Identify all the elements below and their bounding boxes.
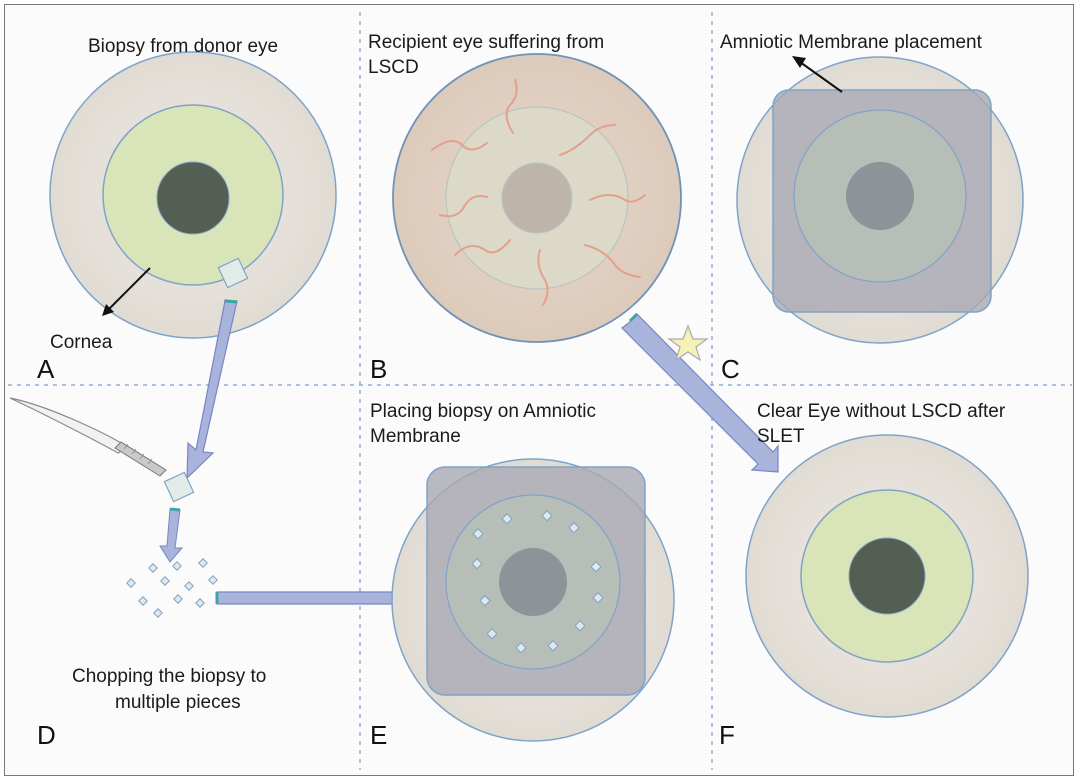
panel-d-letter: D [37, 720, 56, 750]
panel-f-title-line1: Clear Eye without LSCD after [757, 401, 1006, 422]
panel-e-letter: E [370, 720, 388, 750]
membrane-pointer [799, 61, 843, 93]
biopsy-pieces-e [471, 510, 604, 654]
panel-d-caption-line1: Chopping the biopsy to [72, 666, 267, 687]
panel-d-caption-line2: multiple pieces [115, 692, 241, 713]
cornea-label: Cornea [50, 332, 113, 353]
biopsy-square [217, 257, 249, 289]
blood-vessels [431, 79, 646, 306]
arrow-chop [159, 507, 184, 563]
panel-e-title-line2: Membrane [370, 426, 461, 447]
cornea-pointer [107, 267, 151, 311]
biopsy-on-membrane-eye [391, 458, 675, 742]
donor-eye [49, 51, 337, 339]
clear-eye [745, 434, 1029, 718]
biopsy-piece [163, 471, 195, 503]
panel-b-letter: B [370, 354, 388, 384]
panel-c-title: Amniotic Membrane placement [720, 32, 982, 53]
panel-a-letter: A [37, 354, 55, 384]
panel-b-title-line2: LSCD [368, 57, 419, 78]
panel-e-title-line1: Placing biopsy on Amniotic [370, 401, 597, 422]
panel-c-letter: C [721, 354, 740, 384]
recipient-eye [392, 53, 682, 343]
panel-a-title: Biopsy from donor eye [88, 36, 279, 57]
chopped-pieces [126, 558, 218, 618]
membrane-eye [736, 56, 1024, 344]
panel-f-letter: F [719, 720, 735, 750]
arrow-b-to-f [621, 312, 779, 473]
panel-f-title-line2: SLET [757, 426, 805, 447]
panel-b-title-line1: Recipient eye suffering from [368, 32, 605, 53]
star-icon [667, 324, 709, 362]
scalpel-icon [9, 397, 167, 477]
